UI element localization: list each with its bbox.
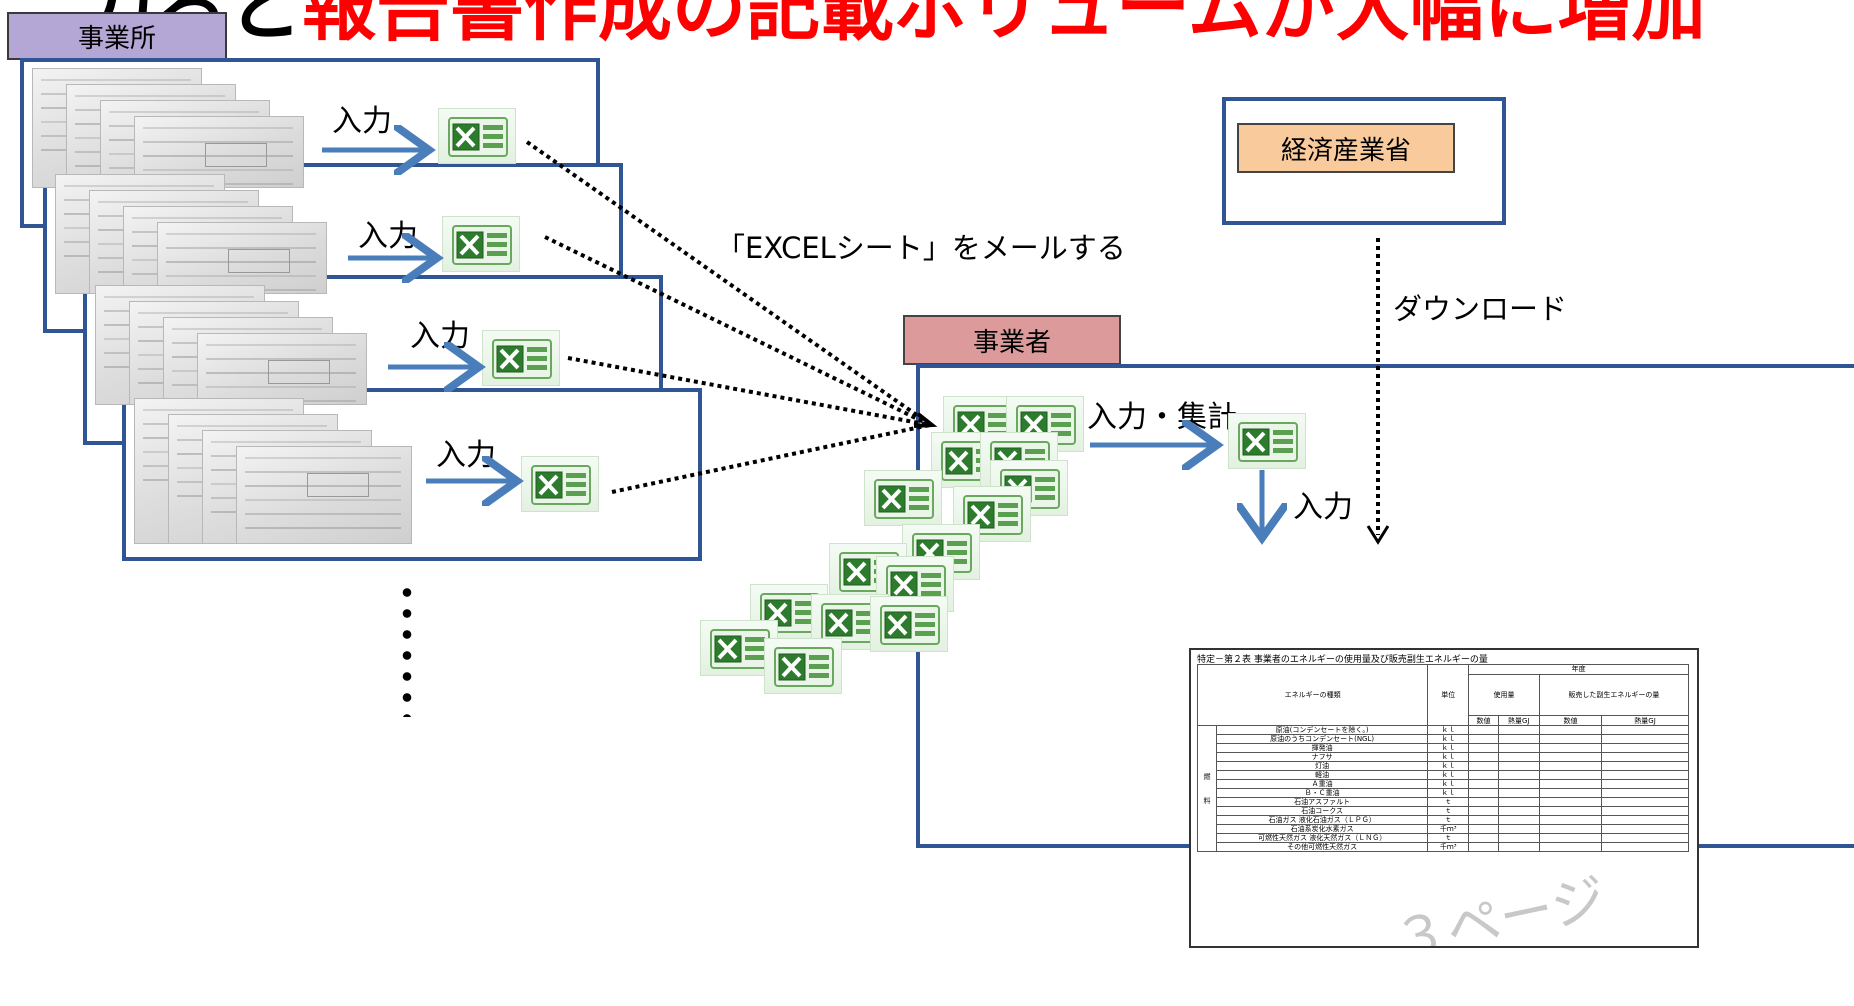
ministry-tag: 経済産業省 bbox=[1237, 123, 1455, 173]
download-label: ダウンロード bbox=[1393, 292, 1568, 326]
report-form: 特定－第２表 事業者のエネルギーの使用量及び販売副生エネルギーの量 エネルギーの… bbox=[1189, 648, 1699, 948]
paper-line bbox=[138, 312, 288, 314]
paper-line bbox=[166, 275, 316, 277]
paper-line bbox=[245, 513, 401, 515]
mail-line-4 bbox=[611, 423, 931, 494]
title-red-text: 報告書作成の記載ボリュームが大幅に増加 bbox=[302, 0, 1706, 51]
paper-line bbox=[143, 169, 293, 171]
mail-arrowhead bbox=[913, 412, 938, 428]
report-form-row: 燃料原油(コンデンセートを除く。)ｋｌ bbox=[1197, 725, 1689, 852]
paper-line bbox=[245, 499, 401, 501]
report-form-title: 特定－第２表 事業者のエネルギーの使用量及び販売副生エネルギーの量 bbox=[1197, 655, 1488, 665]
paper-line bbox=[245, 527, 401, 529]
paper-line bbox=[206, 386, 356, 388]
excel-icon bbox=[442, 216, 520, 272]
paper-line bbox=[211, 441, 361, 443]
paper-line bbox=[132, 217, 282, 219]
paper-line bbox=[143, 155, 293, 157]
excel-icon bbox=[764, 638, 842, 694]
paper-line bbox=[206, 372, 356, 374]
excel-icon bbox=[870, 596, 948, 652]
paper-line bbox=[166, 261, 316, 263]
paper-line bbox=[98, 201, 248, 203]
office-input-label-1: 入力 bbox=[332, 104, 392, 139]
scanned-paper-icon bbox=[157, 222, 327, 294]
paper-line bbox=[166, 247, 316, 249]
mail-line-3 bbox=[567, 356, 931, 427]
mail-line-1 bbox=[525, 140, 930, 425]
paper-line bbox=[143, 127, 293, 129]
excel-icon bbox=[438, 108, 516, 164]
report-form-table: エネルギーの種類 単位 年度 使用量 販売した副生エネルギーの量 数値 熱量GJ… bbox=[1196, 664, 1690, 852]
usage-header: 使用量 bbox=[1468, 673, 1540, 717]
excel-icon bbox=[521, 456, 599, 512]
paper-line bbox=[64, 185, 214, 187]
paper-line bbox=[143, 409, 293, 411]
paper-line bbox=[104, 296, 254, 298]
paper-box bbox=[228, 249, 290, 273]
paper-line bbox=[177, 425, 327, 427]
paper-line bbox=[172, 328, 322, 330]
paper-line bbox=[109, 111, 259, 113]
mail-line-2 bbox=[544, 235, 931, 427]
scanned-paper-icon bbox=[197, 333, 367, 405]
paper-line bbox=[206, 344, 356, 346]
excel-icon bbox=[864, 470, 942, 526]
excel-icon bbox=[1228, 413, 1306, 469]
paper-line bbox=[143, 141, 293, 143]
operator-input-label: 入力 bbox=[1293, 490, 1353, 525]
paper-box bbox=[268, 360, 330, 384]
paper-line bbox=[41, 79, 191, 81]
paper-line bbox=[75, 95, 225, 97]
row-group: その他可燃性天然ガス bbox=[1215, 842, 1429, 852]
unit-header: 単位 bbox=[1427, 664, 1470, 726]
scanned-paper-icon bbox=[236, 446, 412, 544]
row-unit: 千ｍ³ bbox=[1427, 842, 1470, 852]
paper-box bbox=[307, 473, 369, 497]
paper-line bbox=[245, 485, 401, 487]
paper-line bbox=[206, 358, 356, 360]
page-title: 力ると報告書作成の記載ボリュームが大幅に増加 bbox=[80, 0, 1706, 55]
mail-label: 「EXCELシート」をメールする bbox=[716, 231, 1126, 265]
paper-line bbox=[166, 233, 316, 235]
office-tag-label: 事業所 bbox=[77, 23, 156, 54]
paper-line bbox=[245, 457, 401, 459]
more-offices-indicator bbox=[402, 582, 412, 717]
report-form-row: その他可燃性天然ガス千ｍ³ bbox=[1198, 842, 1689, 852]
sold-header: 販売した副生エネルギーの量 bbox=[1538, 673, 1690, 717]
download-arrowhead bbox=[1366, 525, 1390, 545]
paper-line bbox=[245, 471, 401, 473]
operator-tag-label: 事業者 bbox=[972, 327, 1051, 358]
mail-lines bbox=[525, 140, 931, 494]
ministry-label: 経済産業省 bbox=[1280, 135, 1411, 166]
paper-box bbox=[205, 143, 267, 167]
excel-icon bbox=[482, 330, 560, 386]
